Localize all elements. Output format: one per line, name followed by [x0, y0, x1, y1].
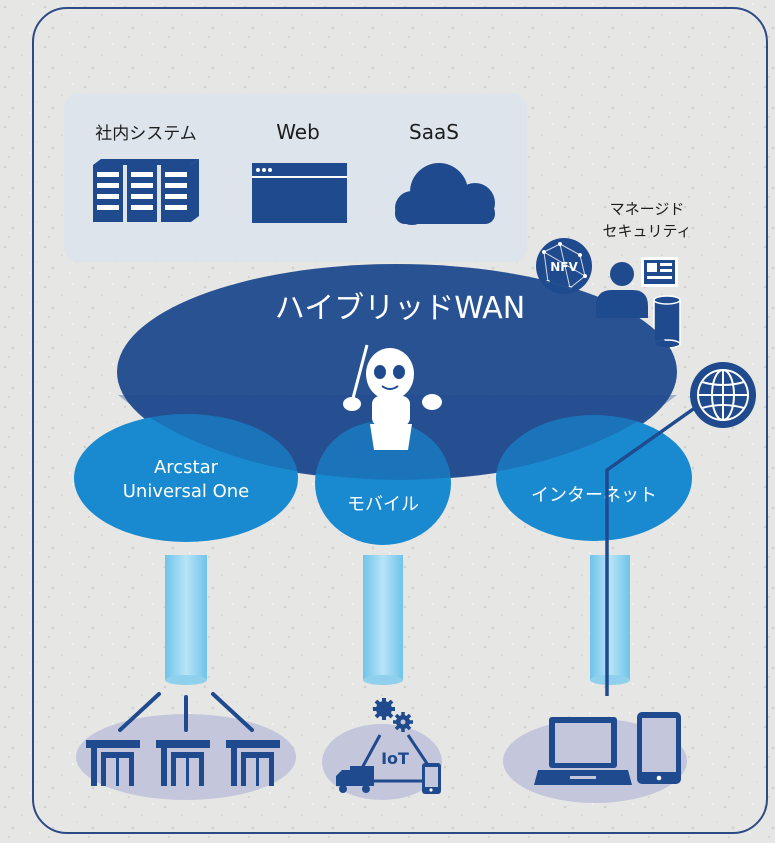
- globe-icon: [690, 362, 756, 428]
- managed-security-label-line2: セキュリティ: [602, 222, 691, 240]
- mobile-network-ellipse: [315, 421, 451, 545]
- tablet-icon: [637, 712, 681, 784]
- store-icon: [156, 740, 210, 786]
- arcstar-pipe: [165, 555, 207, 680]
- arcstar-pipe-end: [165, 675, 207, 685]
- iot-label: IoT: [381, 749, 409, 768]
- store-icon: [86, 740, 140, 786]
- internet-pipe: [590, 555, 630, 680]
- truck-icon: [336, 766, 374, 793]
- laptop-icon: [534, 717, 632, 785]
- iot-connection-lines: [360, 734, 430, 783]
- mobile-label: モバイル: [347, 494, 419, 515]
- frame: [32, 7, 768, 834]
- label-web: Web: [276, 120, 320, 144]
- label-saas: SaaS: [409, 120, 459, 144]
- mobile-pipe: [363, 555, 403, 680]
- gear-icon: [373, 698, 395, 720]
- nfv-label: NFV: [550, 260, 578, 274]
- store-icon: [226, 740, 280, 786]
- internet-pipe-end: [590, 675, 630, 685]
- browser-window-icon: [252, 163, 347, 223]
- label-internal-system: 社内システム: [95, 124, 197, 144]
- mobile-pipe-end: [363, 675, 403, 685]
- arcstar-network-ellipse: [74, 414, 298, 542]
- store-connection-lines: [118, 692, 254, 732]
- nfv-globe-icon: NFV: [536, 238, 592, 294]
- managed-security-label-line1: マネージド: [610, 200, 685, 218]
- arcstar-label-line1: Arcstar: [154, 457, 219, 478]
- hybrid-wan-label: ハイブリッドWAN: [275, 291, 525, 326]
- cloud-icon: [395, 163, 495, 225]
- gear-icon: [393, 712, 413, 732]
- robot-icon: [343, 344, 442, 450]
- phone-icon: [422, 763, 441, 794]
- server-icon: [93, 159, 199, 222]
- internet-label: インターネット: [531, 485, 657, 506]
- arcstar-label-line2: Universal One: [123, 481, 250, 502]
